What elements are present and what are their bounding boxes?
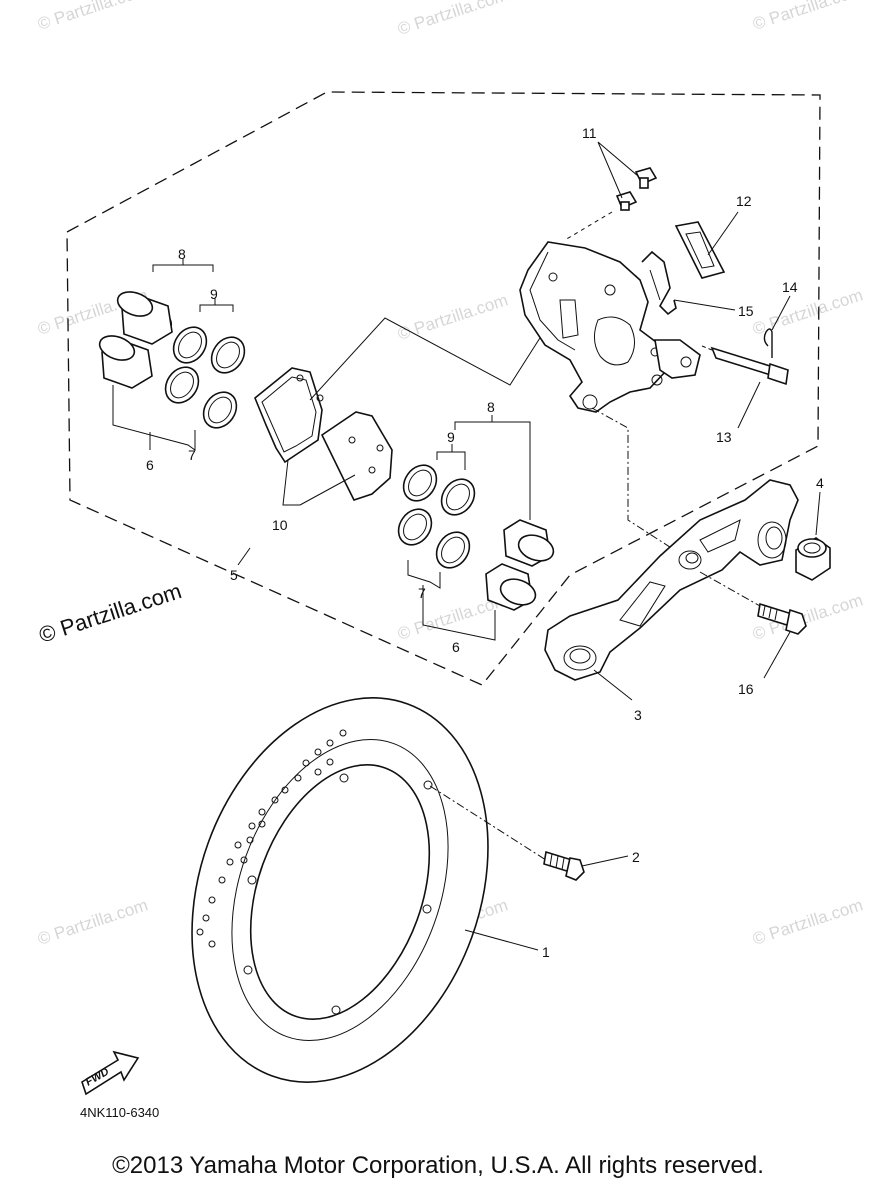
bracket-9-right [436,451,466,470]
seal-ring [164,366,200,404]
piston [98,335,153,389]
seal-ring [397,508,433,546]
seal-ring [440,478,476,516]
watermark-faint: © Partzilla.com [395,0,510,39]
callout-6: 6 [452,639,460,655]
callout-9: 9 [210,286,218,302]
callout-10: 10 [272,517,288,533]
leader-14 [771,295,791,331]
copyright-notice: ©2013 Yamaha Motor Corporation, U.S.A. A… [112,1152,764,1179]
callout-7: 7 [188,447,196,463]
callout-5: 5 [230,567,238,583]
disc-bolt [543,850,585,881]
bracket-bolt [757,602,807,635]
watermark-faint: © Partzilla.com [35,895,150,948]
callout-12: 12 [736,193,752,209]
bracket-8-left [152,264,214,272]
callout-13: 13 [716,429,732,445]
caliper-body [519,241,701,413]
seal-ring [435,531,471,569]
bleeder-screw [634,167,658,189]
bracket-9-left [199,304,234,312]
callout-1: 1 [542,944,550,960]
callout-4: 4 [816,475,824,491]
left-piston-group [98,291,246,429]
callout-14: 14 [782,279,798,295]
leader-12 [707,211,739,256]
leader-10 [282,459,356,506]
caliper-bracket [544,479,799,681]
piston [116,291,173,345]
disc-drill-holes [196,729,347,948]
leader-pad-to-caliper [309,317,546,401]
brake-pad [320,411,393,501]
callout-15: 15 [738,303,754,319]
leader-13 [737,381,761,429]
watermark-faint: © Partzilla.com [395,290,510,343]
callout-16: 16 [738,681,754,697]
leader-4 [815,491,821,536]
leader-2 [581,855,629,867]
piston [485,563,537,611]
leader-1 [464,929,539,951]
forward-arrow-icon: FWD [81,1050,140,1096]
callout-3: 3 [634,707,642,723]
callout-7: 7 [418,585,426,601]
leader-5 [237,547,251,566]
callout-6: 6 [146,457,154,473]
collar [795,537,831,581]
callout-8: 8 [487,399,495,415]
brake-pad [254,367,324,464]
bracket-7-right [407,560,441,589]
leader-3 [593,669,633,701]
retaining-clip [763,328,773,358]
piston [503,519,555,567]
diagram-code: 4NK110-6340 [80,1105,159,1120]
brake-disc [191,697,489,1083]
bracket-6-7-left [112,385,196,451]
watermark-faint: © Partzilla.com [35,0,150,34]
callout-labels: 8 9 7 6 10 5 8 9 7 6 11 12 14 15 13 4 3 … [146,125,824,960]
right-piston-group [397,464,555,611]
bleeder-screw [615,191,638,211]
leader-15 [673,299,736,311]
leader-16 [763,631,791,679]
seal-ring [402,464,438,502]
seal-ring [202,391,238,429]
callout-9: 9 [447,429,455,445]
disc-mount-holes [243,773,433,1015]
leader-11 [597,141,639,199]
watermark-faint: © Partzilla.com [750,895,865,948]
callout-8: 8 [178,246,186,262]
callout-2: 2 [632,849,640,865]
bracket-6-right [422,585,496,641]
seal-ring [172,326,208,364]
pad-spring-plate [674,221,726,279]
pad-pin [710,346,789,386]
watermark-faint: © Partzilla.com [750,0,865,34]
pad-clip [641,250,677,316]
watermark-main: © Partzilla.com [36,578,185,648]
callout-11: 11 [582,125,597,141]
seal-ring [210,336,246,374]
